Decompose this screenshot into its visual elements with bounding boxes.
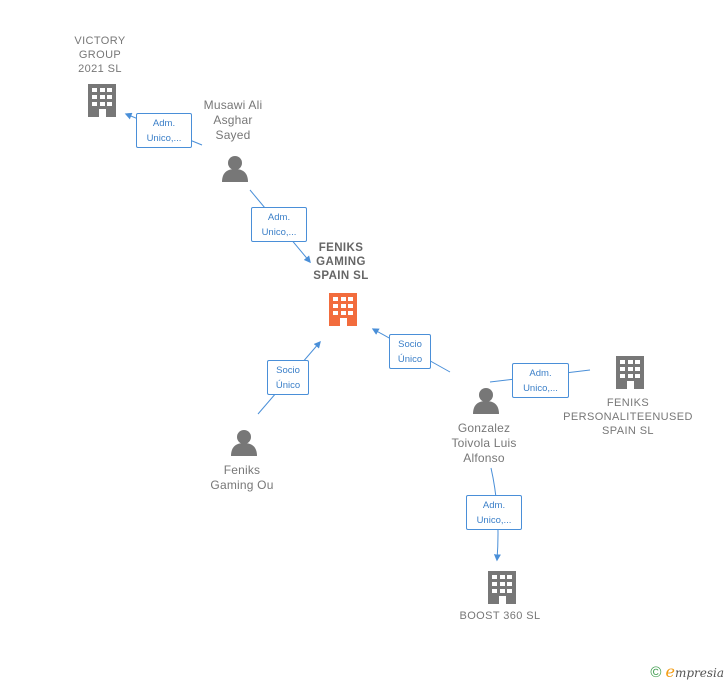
person-icon bbox=[231, 430, 257, 456]
edge-label-ou-to-feniks[interactable]: Socio Único bbox=[267, 360, 309, 395]
building-icon-main bbox=[329, 293, 357, 326]
edge-label-gonzalez-to-boost[interactable]: Adm. Unico,... bbox=[466, 495, 522, 530]
edge-label-musawi-to-victory[interactable]: Adm. Unico,... bbox=[136, 113, 192, 148]
person-icon bbox=[473, 388, 499, 414]
building-icon bbox=[488, 571, 516, 604]
node-label-musawi[interactable]: Musawi Ali Asghar Sayed bbox=[203, 98, 263, 142]
node-label-feniks-gaming-ou[interactable]: Feniks Gaming Ou bbox=[210, 463, 274, 492]
edge-label-gonzalez-to-personaliteenused[interactable]: Adm. Unico,... bbox=[512, 363, 569, 398]
edge-label-gonzalez-to-feniks[interactable]: Socio Único bbox=[389, 334, 431, 369]
copyright-icon: © bbox=[650, 664, 662, 681]
node-label-victory-group[interactable]: VICTORY GROUP 2021 SL bbox=[74, 35, 126, 75]
node-label-boost-360[interactable]: BOOST 360 SL bbox=[459, 610, 541, 622]
node-label-feniks-gaming-spain[interactable]: FENIKS GAMING SPAIN SL bbox=[313, 242, 369, 282]
node-label-gonzalez[interactable]: Gonzalez Toivola Luis Alfonso bbox=[451, 421, 517, 465]
building-icon bbox=[88, 84, 116, 117]
edge-label-musawi-to-feniks[interactable]: Adm. Unico,... bbox=[251, 207, 307, 242]
brand-logo-e: e bbox=[665, 662, 675, 681]
person-icon bbox=[222, 156, 248, 182]
edge-lines bbox=[124, 112, 591, 562]
brand-logo-text: mpresia bbox=[674, 666, 724, 680]
node-label-feniks-personaliteenused[interactable]: FENIKS PERSONALITEENUSED SPAIN SL bbox=[563, 397, 693, 437]
brand-watermark: ©empresia bbox=[650, 662, 724, 681]
building-icon bbox=[616, 356, 644, 389]
